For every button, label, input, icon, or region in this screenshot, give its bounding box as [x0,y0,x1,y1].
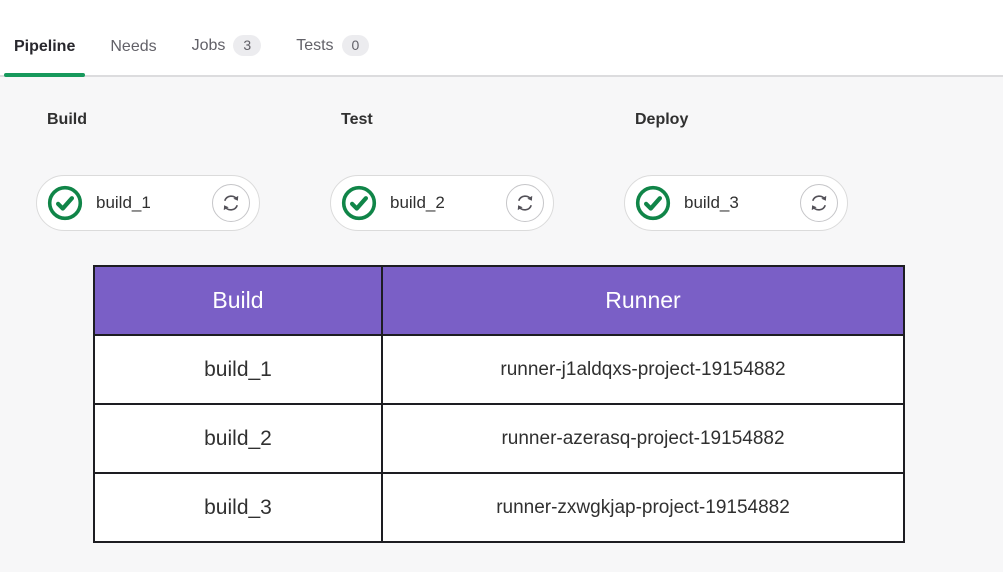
tab-needs[interactable]: Needs [100,38,166,75]
tab-needs-label: Needs [110,38,157,55]
table-row: build_2 runner-azerasq-project-19154882 [93,403,905,474]
retry-job-button[interactable] [212,184,250,222]
stage-build-title: Build [47,111,87,128]
tab-pipeline-label: Pipeline [14,38,76,55]
stage-deploy-title: Deploy [635,111,689,128]
tab-tests[interactable]: Tests 0 [286,35,379,75]
build-runner-table: Build Runner build_1 runner-j1aldqxs-pro… [93,265,905,543]
tests-count-badge: 0 [341,35,370,56]
retry-job-button[interactable] [506,184,544,222]
tab-pipeline[interactable]: Pipeline [4,38,86,77]
runner-cell: runner-zxwgkjap-project-19154882 [381,472,905,543]
job-name: build_2 [390,193,445,212]
job-name: build_3 [684,193,739,212]
header-cell-runner: Runner [381,265,905,336]
retry-icon [223,195,239,211]
stage-test: Test build_2 [330,111,554,231]
runner-cell: runner-j1aldqxs-project-19154882 [381,334,905,405]
table-row: build_1 runner-j1aldqxs-project-19154882 [93,334,905,405]
tab-jobs-label: Jobs [191,36,226,54]
table-header-row: Build Runner [93,265,905,336]
jobs-count-badge: 3 [233,35,262,56]
stage-test-title: Test [341,111,373,128]
tab-tests-label: Tests [296,36,334,54]
job-pill-build_1[interactable]: build_1 [36,175,260,231]
tab-jobs[interactable]: Jobs 3 [182,35,272,75]
build-cell: build_3 [93,472,383,543]
stage-build: Build build_1 [36,111,260,231]
retry-job-button[interactable] [800,184,838,222]
build-cell: build_1 [93,334,383,405]
pipeline-graph-area: Build build_1 Test [0,77,1003,572]
check-circle-icon [635,185,671,221]
build-cell: build_2 [93,403,383,474]
table-row: build_3 runner-zxwgkjap-project-19154882 [93,472,905,543]
check-circle-icon [341,185,377,221]
job-pill-build_2[interactable]: build_2 [330,175,554,231]
job-pill-build_3[interactable]: build_3 [624,175,848,231]
job-name: build_1 [96,193,151,212]
stage-deploy: Deploy build_3 [624,111,848,231]
check-circle-icon [47,185,83,221]
runner-cell: runner-azerasq-project-19154882 [381,403,905,474]
header-cell-build: Build [93,265,383,336]
pipeline-tab-bar: Pipeline Needs Jobs 3 Tests 0 [0,0,1003,77]
retry-icon [811,195,827,211]
stages-row: Build build_1 Test [0,77,1003,231]
retry-icon [517,195,533,211]
